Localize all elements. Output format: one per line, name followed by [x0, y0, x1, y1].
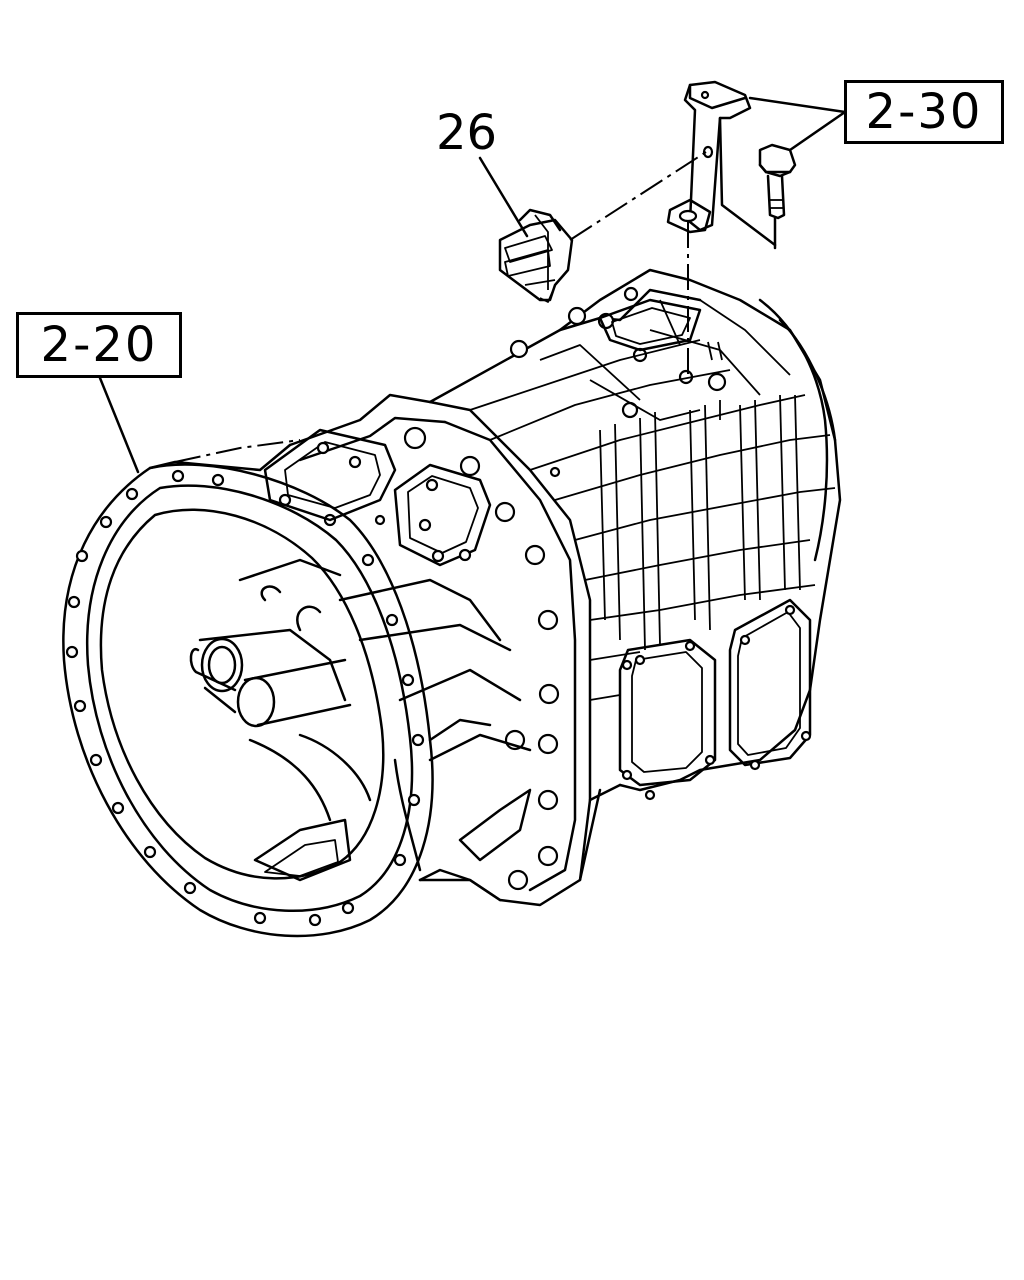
leader-lines	[98, 96, 847, 474]
callout-connector-label: 26	[436, 105, 498, 161]
callout-bracket[interactable]: 2-30	[844, 80, 1004, 144]
callout-connector[interactable]: 26	[436, 105, 497, 161]
bell-housing	[62, 439, 434, 938]
main-case	[263, 316, 602, 907]
connector	[498, 208, 574, 303]
callout-transmission[interactable]: 2-20	[16, 312, 182, 378]
callout-transmission-label: 2-20	[40, 317, 158, 373]
bolt	[758, 143, 797, 220]
callout-bracket-label: 2-30	[865, 84, 983, 140]
rear-case	[469, 268, 842, 882]
bracket	[666, 80, 777, 247]
input-shaft	[189, 558, 372, 882]
